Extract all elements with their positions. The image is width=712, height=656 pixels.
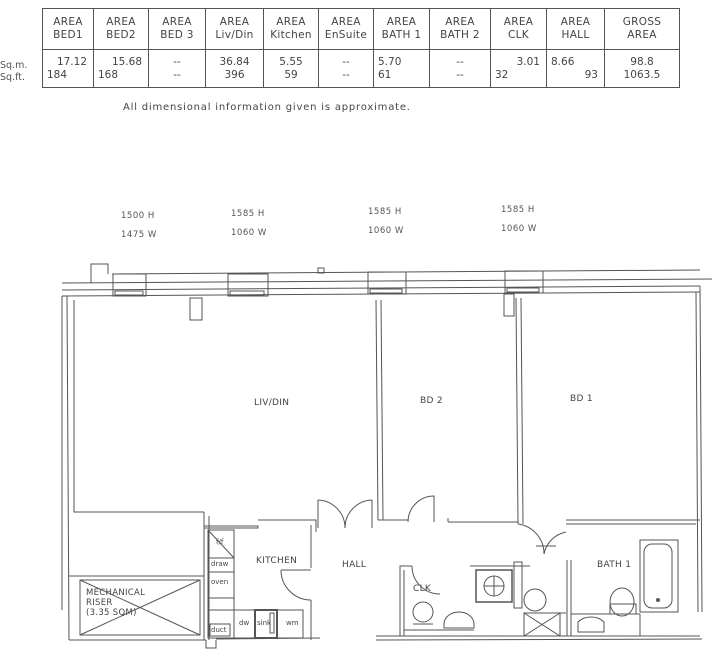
bathroom-fixtures [571, 539, 679, 636]
exterior-walls [61, 285, 703, 649]
cloakroom-fixtures [399, 565, 475, 636]
room-label-bd2: BD 2 [420, 396, 443, 406]
label-dishwasher: dw [239, 619, 250, 627]
utility-fixtures [470, 561, 566, 637]
room-label-hall: HALL [342, 560, 367, 570]
sqm-label: Sq.m. [0, 60, 28, 71]
value-bed3: ---- [148, 49, 206, 88]
interior-walls [69, 297, 700, 640]
room-label-clk: CLK [413, 584, 432, 594]
label-drawers: draw [211, 560, 229, 568]
room-label-liv-din: LIV/DIN [254, 398, 290, 408]
label-oven: oven [211, 578, 229, 586]
label-sink: sink [257, 619, 272, 627]
unit-labels: Sq.m. Sq.ft. [0, 60, 27, 84]
doors [280, 495, 567, 601]
approximation-note: All dimensional information given is app… [123, 102, 411, 113]
room-label-kitchen: KITCHEN [256, 556, 298, 566]
sqft-label: Sq.ft. [0, 72, 26, 83]
label-fridge-freezer: f/f [216, 538, 224, 546]
room-label-bd1: BD 1 [570, 394, 593, 404]
kitchen-units [207, 529, 304, 639]
room-label-mechanical-riser: MECHANICAL RISER (3.35 SQM) [86, 588, 146, 618]
facade-wall [61, 263, 712, 297]
pillar [189, 297, 203, 321]
pillar [503, 293, 515, 317]
label-duct: duct [211, 626, 227, 634]
mechanical-riser [79, 579, 201, 636]
room-label-bath1: BATH 1 [597, 560, 632, 570]
label-washing-machine: wm [286, 619, 299, 627]
